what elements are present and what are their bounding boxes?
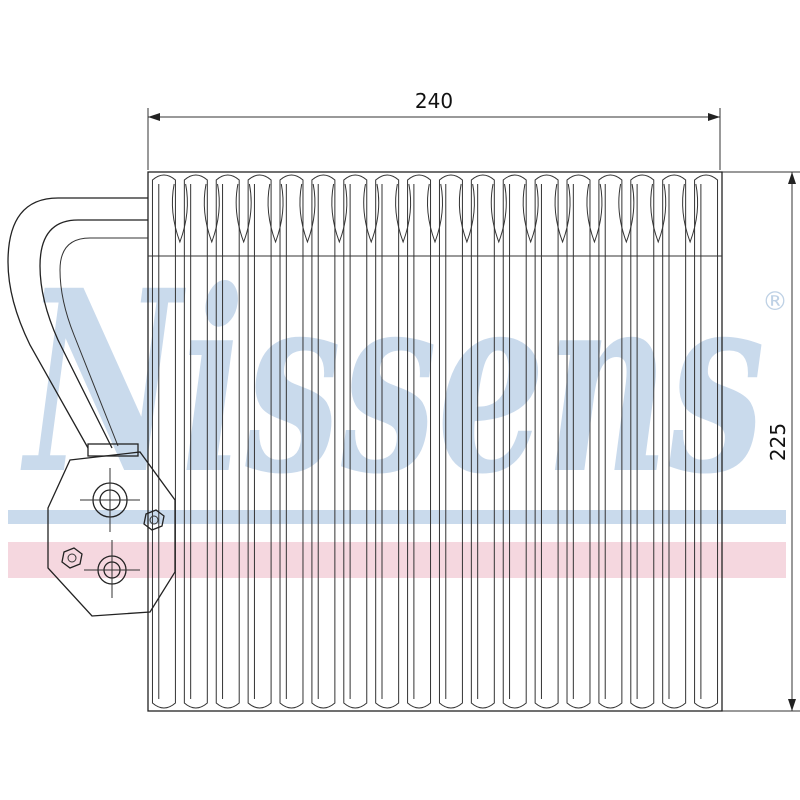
header-arc bbox=[299, 183, 316, 244]
header-arc bbox=[458, 183, 475, 244]
evaporator-core bbox=[147, 171, 723, 712]
pipe-flange bbox=[47, 451, 176, 617]
watermark-registered-mark: ® bbox=[762, 287, 788, 317]
core-tube bbox=[566, 174, 591, 709]
core-tube bbox=[311, 174, 336, 709]
header-arc bbox=[363, 183, 380, 244]
core-tube bbox=[279, 174, 304, 709]
core-tube bbox=[407, 174, 432, 709]
height-dimension: 225 bbox=[722, 171, 800, 712]
core-tube bbox=[534, 174, 559, 709]
header-arc bbox=[490, 183, 507, 244]
core-tube bbox=[662, 174, 687, 709]
core-tube bbox=[598, 174, 623, 709]
core-tube bbox=[630, 174, 655, 709]
nissens-watermark: Nissens ® bbox=[8, 235, 788, 578]
flange-nut-left bbox=[61, 547, 83, 569]
core-tube bbox=[151, 174, 176, 709]
height-dimension-label: 225 bbox=[766, 423, 790, 461]
core-tube bbox=[470, 174, 495, 709]
core-tube bbox=[343, 174, 368, 709]
header-arc bbox=[586, 183, 603, 244]
header-arc bbox=[331, 183, 348, 244]
header-arc bbox=[650, 183, 667, 244]
core-tube bbox=[247, 174, 272, 709]
header-arc bbox=[203, 183, 220, 244]
watermark-blue-stripe bbox=[8, 510, 786, 524]
header-arc bbox=[171, 183, 188, 244]
core-fins bbox=[151, 174, 719, 709]
header-arc bbox=[235, 183, 252, 244]
watermark-brand: Nissens bbox=[20, 235, 765, 529]
header-arc bbox=[267, 183, 284, 244]
width-dimension-label: 240 bbox=[415, 89, 453, 113]
header-arc bbox=[618, 183, 635, 244]
core-tube bbox=[502, 174, 527, 709]
header-arc bbox=[427, 183, 443, 244]
refrigerant-pipe bbox=[7, 197, 148, 457]
header-arc bbox=[395, 183, 412, 244]
header-arc bbox=[682, 183, 699, 244]
core-tube bbox=[694, 174, 719, 709]
watermark-red-stripe bbox=[8, 542, 786, 578]
header-arc bbox=[554, 183, 571, 244]
header-arc bbox=[522, 183, 539, 244]
core-tube bbox=[438, 174, 463, 709]
core-tube bbox=[183, 174, 208, 709]
core-tube bbox=[215, 174, 240, 709]
core-tube bbox=[375, 174, 400, 709]
flange-nut-right bbox=[143, 509, 165, 531]
width-dimension: 240 bbox=[147, 89, 721, 170]
